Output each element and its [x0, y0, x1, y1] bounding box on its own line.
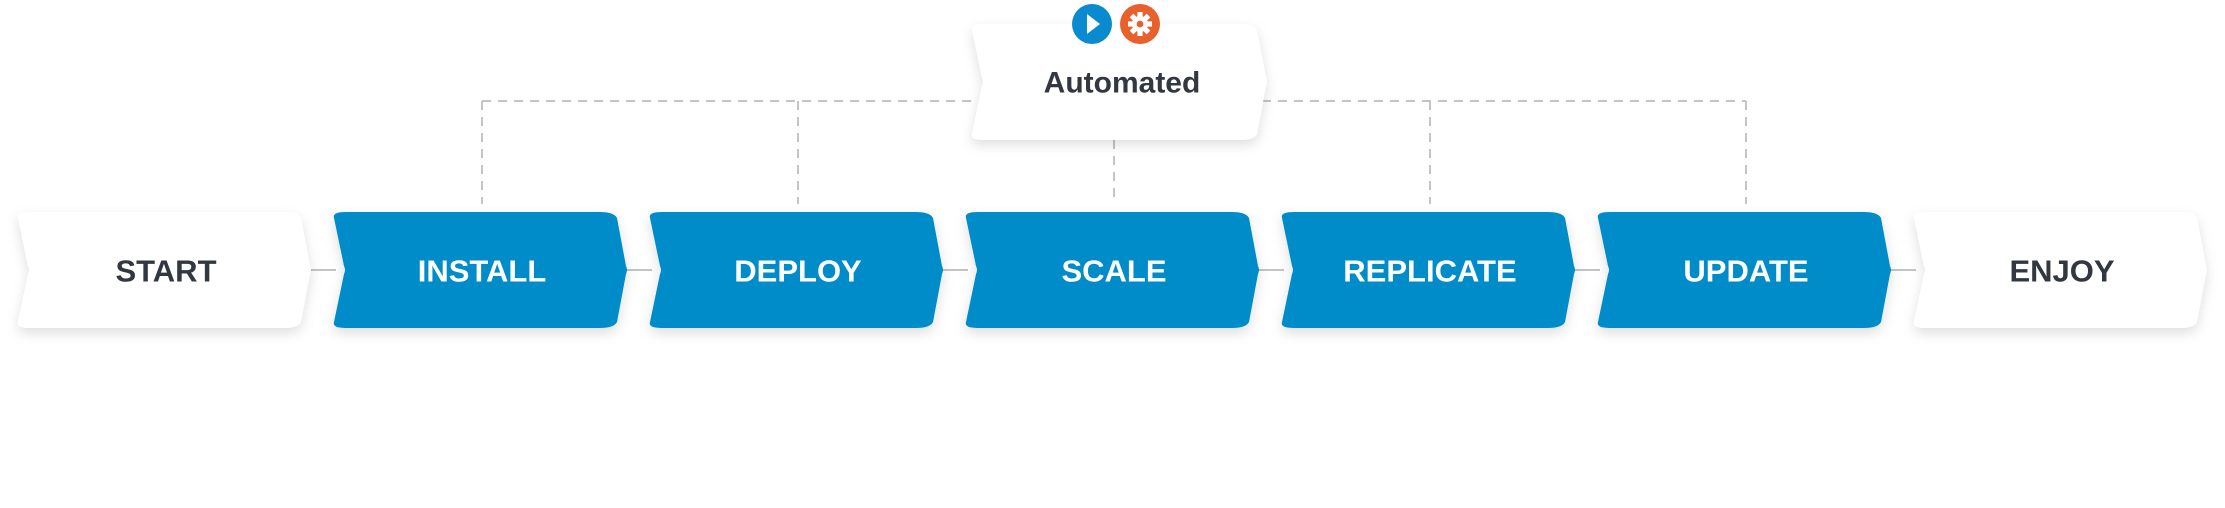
step-shape: [965, 212, 1259, 328]
gear-icon-glyph: [1128, 12, 1152, 36]
step-shape: [649, 212, 943, 328]
step-label: REPLICATE: [1343, 254, 1516, 289]
step-label: INSTALL: [418, 254, 547, 289]
step-label: DEPLOY: [734, 254, 862, 289]
automated-box: Automated: [971, 24, 1267, 140]
play-icon-glyph: [1087, 14, 1100, 34]
step-label: START: [115, 254, 216, 289]
step-deploy: DEPLOY: [649, 212, 943, 328]
automated-box-shape: [971, 24, 1267, 140]
step-install: INSTALL: [333, 212, 627, 328]
gear-tooth: [1137, 30, 1143, 36]
automation-connector: [481, 100, 1747, 204]
step-shape: [1913, 212, 2207, 328]
step-label: UPDATE: [1683, 254, 1808, 289]
step-update: UPDATE: [1597, 212, 1891, 328]
step-replicate: REPLICATE: [1281, 212, 1575, 328]
step-label: ENJOY: [2009, 254, 2114, 289]
step-shape: [17, 212, 311, 328]
step-shape: [1281, 212, 1575, 328]
gear-tooth: [1137, 12, 1143, 18]
step-shape: [333, 212, 627, 328]
gear-hole: [1136, 20, 1144, 28]
step-row: START INSTALL DEPLOY SCALE REPLICATE UPDATE EN…: [17, 212, 2207, 328]
gear-icon: [1120, 4, 1160, 44]
step-label: SCALE: [1061, 254, 1166, 289]
play-icon: [1072, 4, 1112, 44]
step-scale: SCALE: [965, 212, 1259, 328]
step-start: START: [17, 212, 311, 328]
automated-label: Automated: [1044, 67, 1201, 100]
step-enjoy: ENJOY: [1913, 212, 2207, 328]
step-shape: [1597, 212, 1891, 328]
